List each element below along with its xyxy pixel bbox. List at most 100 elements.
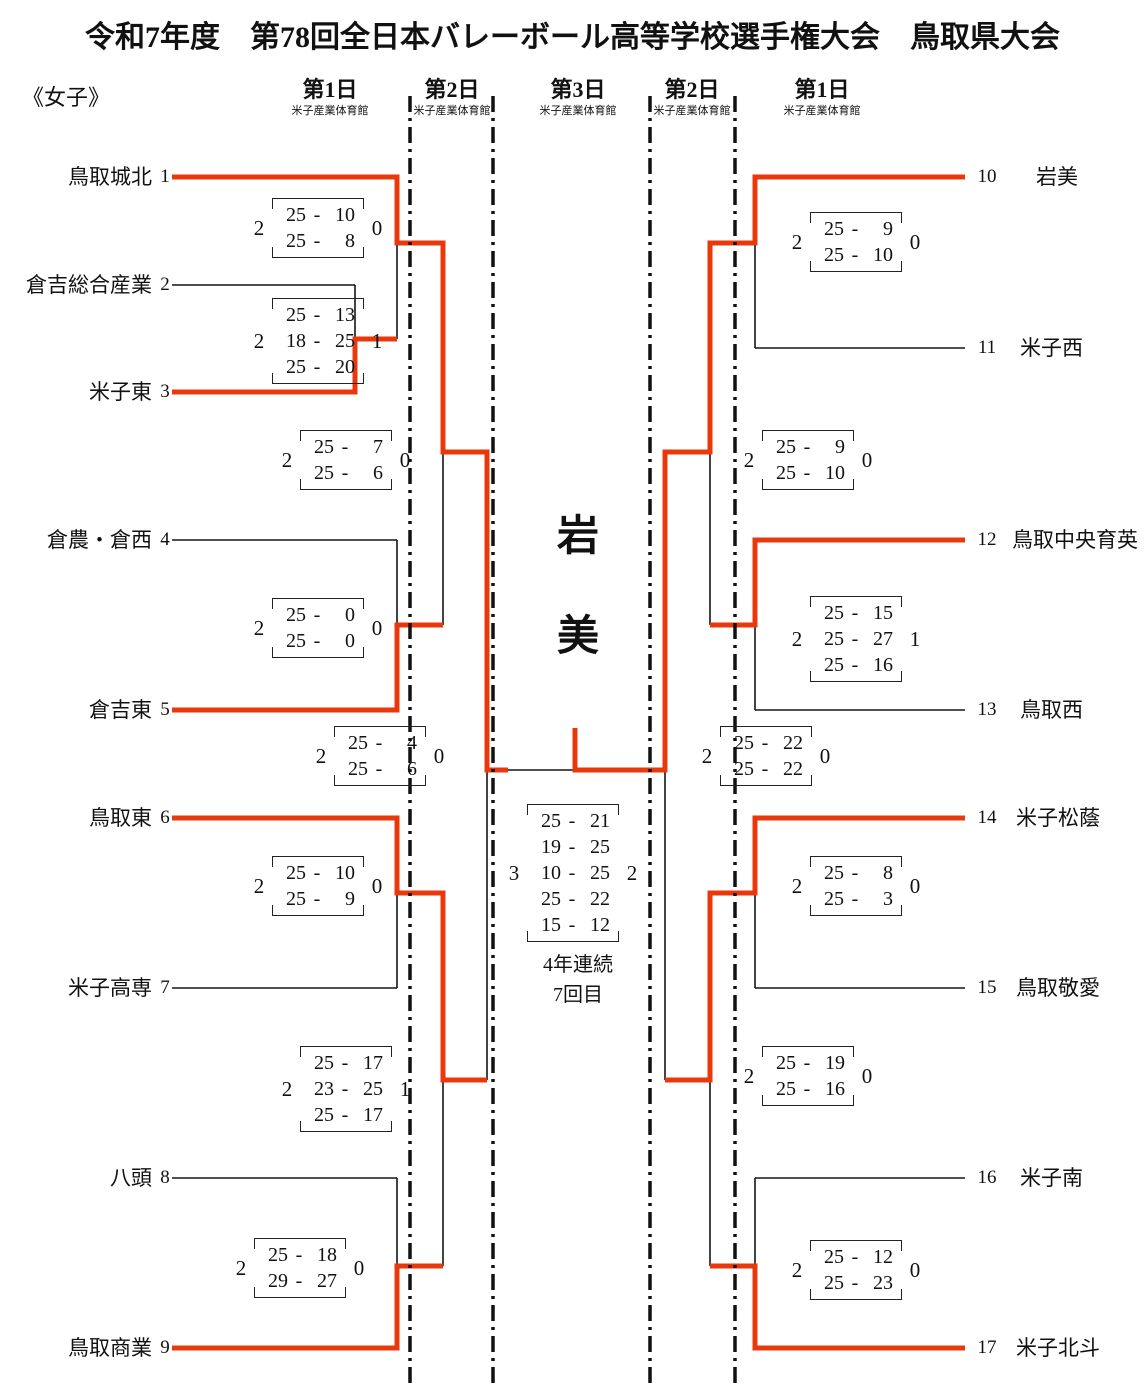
seed-number-4: 4 (160, 529, 170, 550)
team-name-left-7: 米子高専 (68, 976, 152, 1000)
winner-path-tottori-johoku (172, 174, 508, 773)
set-score-row: 25-16 (824, 654, 893, 676)
set-score-row: 25-22 (734, 732, 803, 754)
set-score-row: 25-0 (286, 630, 355, 652)
sets-won-loser: 0 (371, 215, 383, 240)
set-score-row: 25-23 (824, 1272, 893, 1294)
sets-won-loser: 1 (371, 328, 383, 353)
set-score-row: 25-8 (824, 862, 893, 884)
day-label-2: 第2日 (424, 77, 480, 102)
set-score-row: 25-21 (541, 810, 610, 832)
day-label-4: 第2日 (664, 77, 720, 102)
set-score-row: 18-25 (286, 330, 355, 352)
seed-number-9: 9 (160, 1337, 170, 1358)
seed-number-3: 3 (160, 381, 170, 402)
winner-paths (172, 174, 965, 1351)
set-score-row: 25-6 (348, 758, 417, 780)
set-scores: 25-0 25-0 (272, 598, 364, 658)
set-score-row: 25-9 (776, 436, 845, 458)
sets-won-final-right: 2 (626, 860, 638, 885)
team-name-left-5: 倉吉東 (89, 698, 152, 722)
team-name-right-11: 米子西 (1020, 336, 1083, 360)
winner-path-yonago-higashi (172, 336, 397, 395)
sets-won-loser: 0 (861, 447, 873, 472)
seed-number-14: 14 (977, 807, 997, 828)
team-name-left-6: 鳥取東 (89, 806, 152, 830)
day-label-1: 第1日 (302, 77, 358, 102)
sets-won-winner: 2 (791, 626, 803, 651)
set-score-row: 25-20 (286, 356, 355, 378)
venue-label-1: 米子産業体育館 (291, 105, 369, 117)
champion-note-line1: 4年連続 (543, 954, 613, 976)
seed-number-12: 12 (977, 529, 997, 550)
set-score-row: 25-10 (776, 462, 845, 484)
seed-number-5: 5 (160, 699, 170, 720)
set-score-row: 25-17 (314, 1104, 383, 1126)
set-score-row: 25-10 (286, 204, 355, 226)
set-scores: 25-10 25-8 (272, 198, 364, 258)
sets-won-loser: 0 (433, 743, 445, 768)
set-score-row: 25-22 (541, 888, 610, 910)
team-name-left-3: 米子東 (89, 380, 152, 404)
sets-won-winner: 2 (281, 447, 293, 472)
team-name-left-2: 倉吉総合産業 (26, 273, 152, 297)
set-score-row: 25-8 (286, 230, 355, 252)
seed-number-15: 15 (977, 977, 997, 998)
venue-label-4: 米子産業体育館 (653, 105, 731, 117)
set-score-row: 25-10 (824, 244, 893, 266)
set-score-row: 23-25 (314, 1078, 383, 1100)
seed-number-8: 8 (160, 1167, 170, 1188)
team-name-right-12: 鳥取中央育英 (1012, 528, 1138, 552)
sets-won-loser: 0 (819, 743, 831, 768)
set-score-row: 25-15 (824, 602, 893, 624)
team-name-right-15: 鳥取敬愛 (1016, 976, 1100, 1000)
set-score-row: 25-12 (824, 1246, 893, 1268)
set-score-row: 29-27 (268, 1270, 337, 1292)
venue-label-3: 米子産業体育館 (539, 105, 617, 117)
set-score-row: 15-12 (541, 914, 610, 936)
sets-won-loser: 0 (371, 615, 383, 640)
team-name-right-14: 米子松蔭 (1016, 806, 1100, 830)
winner-path-tottori-chuoikuei (710, 537, 965, 628)
set-score-row: 25-19 (776, 1052, 845, 1074)
set-score-row: 25-10 (286, 862, 355, 884)
set-score-row: 25-3 (824, 888, 893, 910)
venue-label-5: 米子産業体育館 (783, 105, 861, 117)
sets-won-winner: 2 (315, 743, 327, 768)
sets-won-loser: 0 (909, 229, 921, 254)
seed-number-17: 17 (977, 1337, 997, 1358)
set-scores: 25-9 25-10 (762, 430, 854, 490)
team-name-right-17: 米子北斗 (1016, 1336, 1100, 1360)
seed-number-11: 11 (977, 337, 997, 358)
champion-note-line2: 7回目 (553, 984, 603, 1006)
set-score-row: 25-0 (286, 604, 355, 626)
set-score-row: 19-25 (541, 836, 610, 858)
team-name-right-13: 鳥取西 (1020, 698, 1083, 722)
sets-won-loser: 0 (353, 1255, 365, 1280)
seed-number-6: 6 (160, 807, 170, 828)
sets-won-winner: 2 (253, 328, 265, 353)
winner-path-yonago-shoin (665, 815, 965, 1083)
team-name-left-8: 八頭 (110, 1166, 152, 1190)
sets-won-winner: 2 (281, 1076, 293, 1101)
day-label-3: 第3日 (550, 77, 606, 102)
team-name-left-1: 鳥取城北 (68, 165, 152, 189)
